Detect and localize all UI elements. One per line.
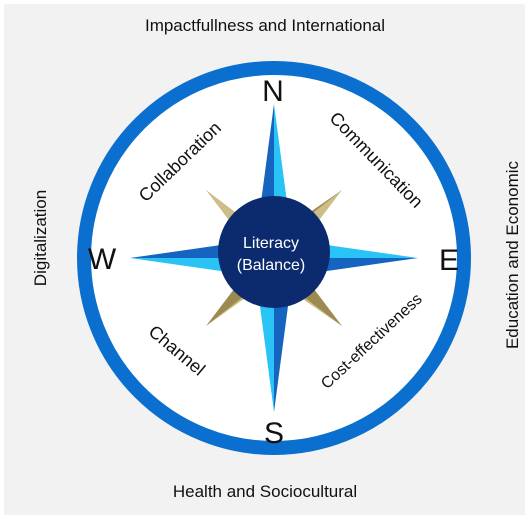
center-label-line2: (Balance) <box>237 257 305 274</box>
center-disc <box>218 196 330 308</box>
label-right: Education and Economic <box>503 160 522 350</box>
label-top: Impactfullness and International <box>144 16 386 35</box>
direction-north: N <box>262 75 284 108</box>
label-bottom: Health and Sociocultural <box>172 482 358 501</box>
direction-south: S <box>264 417 284 450</box>
center-label-line1: Literacy <box>243 235 299 252</box>
direction-east: E <box>439 244 459 277</box>
label-left: Digitalization <box>31 189 50 287</box>
direction-west: W <box>88 243 117 276</box>
